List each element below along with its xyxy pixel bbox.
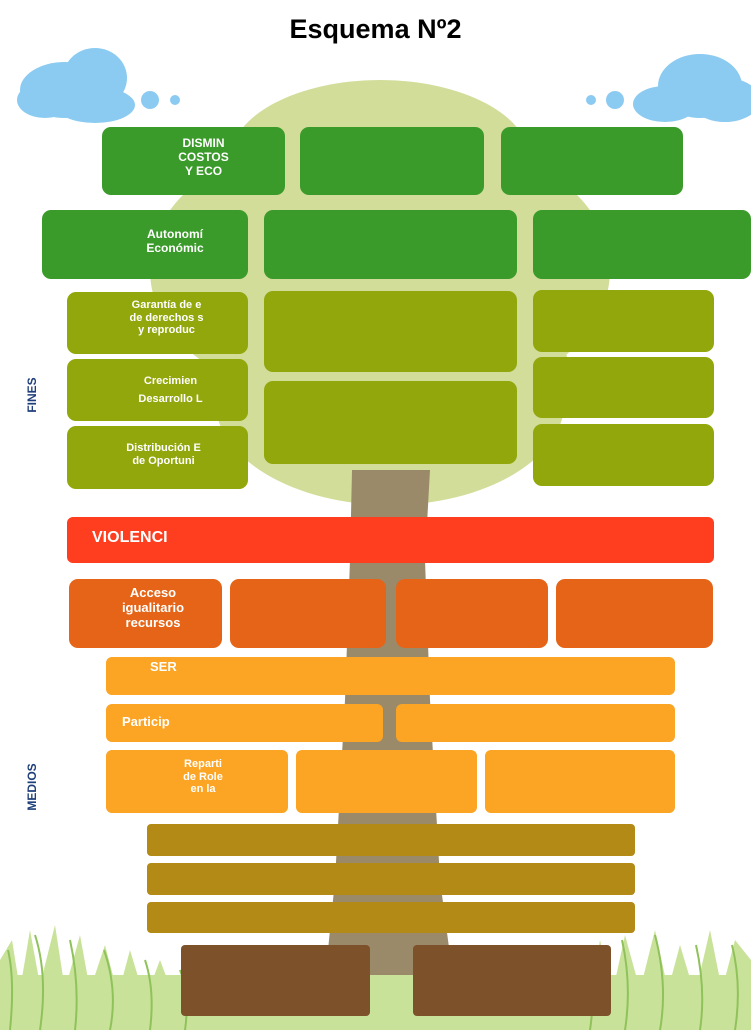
fines-box-2-2 bbox=[264, 210, 517, 279]
fines-box-1-2 bbox=[300, 127, 484, 195]
root-box-2 bbox=[413, 945, 611, 1016]
cloud-left-icon bbox=[17, 48, 180, 123]
fines-box-5-1: Distribución E de Oportuni bbox=[67, 426, 248, 489]
fines-box-5-3 bbox=[533, 424, 714, 486]
fines-box-2-1: Autonomí Económic bbox=[42, 210, 248, 279]
fines-box-4-1: Crecimien Desarrollo L bbox=[67, 359, 248, 421]
medios-box-1-1: Acceso igualitario recursos bbox=[69, 579, 222, 648]
fines-text-1-1: DISMIN COSTOS Y ECO bbox=[178, 137, 229, 178]
medios-box-3-2 bbox=[396, 704, 675, 742]
core-problem-box: VIOLENCI bbox=[67, 517, 714, 563]
page-title: Esquema Nº2 bbox=[289, 14, 462, 44]
medios-text-4-1: Reparti de Role en la bbox=[183, 758, 223, 796]
medios-box-4-3 bbox=[485, 750, 675, 813]
medios-bar-1 bbox=[147, 824, 635, 856]
core-problem-text: VIOLENCI bbox=[92, 529, 168, 546]
fines-box-3-3 bbox=[533, 290, 714, 352]
fines-text-3-1: Garantía de e de derechos s y reproduc bbox=[129, 299, 204, 337]
fines-box-4-2 bbox=[264, 381, 517, 464]
medios-label: MEDIOS bbox=[25, 763, 39, 811]
fines-text-4-1: Crecimien Desarrollo L bbox=[138, 375, 203, 405]
medios-box-4-2 bbox=[296, 750, 477, 813]
medios-text-2-1: SER bbox=[150, 660, 177, 674]
medios-box-1-2 bbox=[230, 579, 386, 648]
medios-bar-2 bbox=[147, 863, 635, 895]
medios-box-4-1: Reparti de Role en la bbox=[106, 750, 288, 813]
fines-box-3-2 bbox=[264, 291, 517, 372]
fines-box-4-3 bbox=[533, 357, 714, 418]
medios-box-3-1: Particip bbox=[106, 704, 383, 742]
medios-text-3-1: Particip bbox=[122, 715, 170, 729]
medios-text-1-1: Acceso igualitario recursos bbox=[121, 586, 185, 630]
fines-text-2-1: Autonomí Económic bbox=[146, 228, 204, 255]
medios-box-1-3 bbox=[396, 579, 548, 648]
fines-box-1-1: DISMIN COSTOS Y ECO bbox=[102, 127, 285, 195]
medios-box-1-4 bbox=[556, 579, 713, 648]
medios-bar-3 bbox=[147, 902, 635, 933]
fines-box-1-3 bbox=[501, 127, 683, 195]
fines-box-2-3 bbox=[533, 210, 751, 279]
fines-text-5-1: Distribución E de Oportuni bbox=[126, 442, 201, 467]
fines-box-3-1: Garantía de e de derechos s y reproduc bbox=[67, 292, 248, 354]
root-box-1 bbox=[181, 945, 370, 1016]
medios-box-2-1: SER bbox=[106, 657, 675, 695]
cloud-right-icon bbox=[586, 54, 751, 122]
fines-label: FINES bbox=[25, 377, 39, 413]
